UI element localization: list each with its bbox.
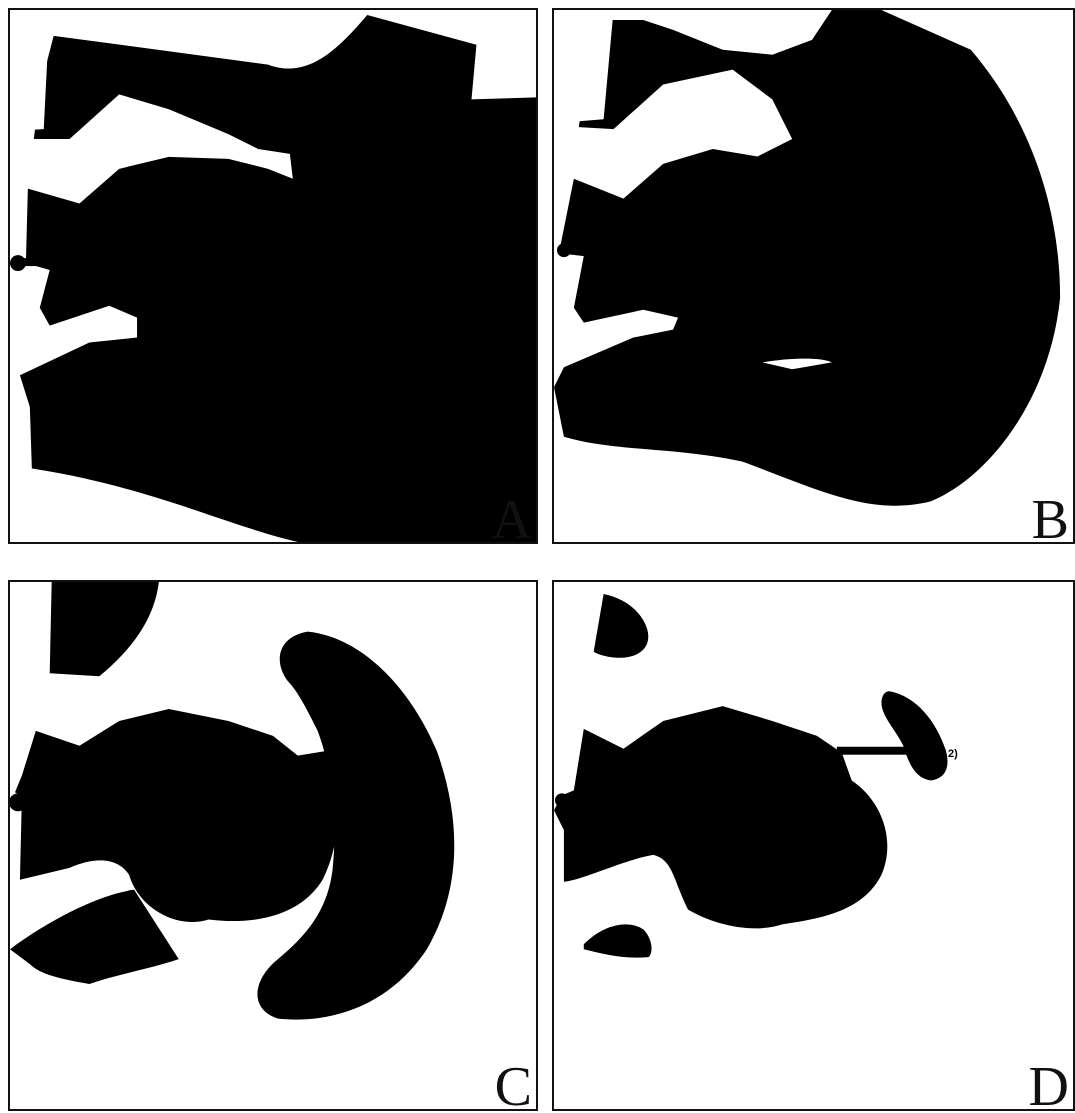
panel-letter-a: A — [492, 492, 532, 544]
panel-letter-c: C — [495, 1059, 532, 1111]
panel-d-lower-lobe — [584, 924, 652, 957]
panel-c-top-lobe — [50, 582, 159, 676]
panel-a-shapes — [10, 10, 536, 542]
panel-b: B — [552, 8, 1075, 544]
panel-c-body — [15, 709, 338, 922]
panel-d: (1) 2) D — [552, 580, 1075, 1111]
panel-d-body — [554, 706, 887, 928]
panel-letter-b: B — [1032, 492, 1069, 544]
panel-c: C — [8, 580, 538, 1111]
panel-d-top-lobe — [594, 594, 649, 658]
panel-d-shapes — [554, 582, 1073, 1109]
panel-b-outer-arc — [554, 10, 1060, 506]
marker-label-1: (1) — [566, 795, 579, 807]
panel-b-shapes — [554, 10, 1073, 542]
panel-c-shapes — [10, 582, 536, 1109]
panel-d-right-lobe — [881, 691, 947, 780]
panel-letter-d: D — [1029, 1059, 1069, 1111]
panel-a: A — [8, 8, 538, 544]
panel-a-mass — [20, 15, 536, 542]
marker-label-2: 2) — [948, 748, 958, 760]
